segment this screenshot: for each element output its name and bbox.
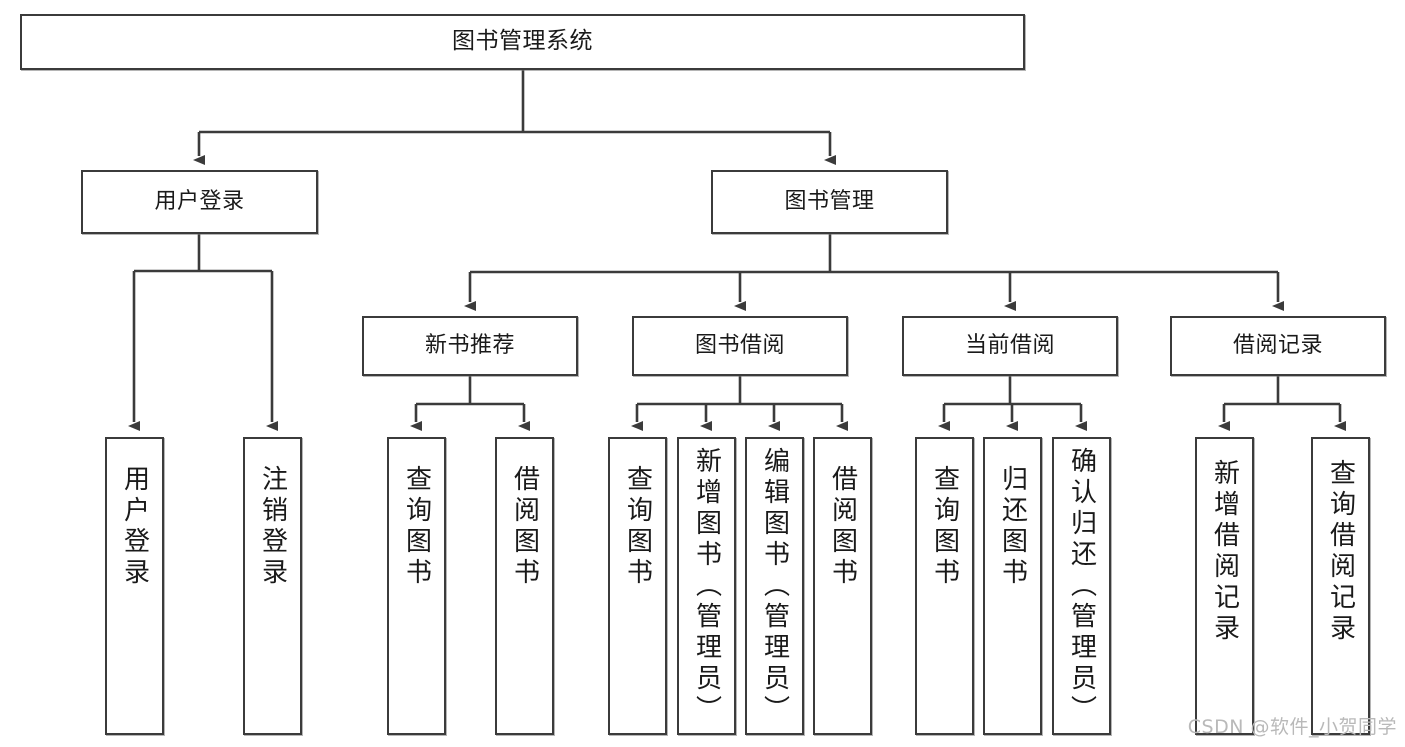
node-leaf-return-book[interactable]: 归还图书 bbox=[983, 437, 1042, 735]
node-book-management[interactable]: 图书管理 bbox=[711, 170, 948, 234]
node-leaf-add-book[interactable]: 新增图书（管理员） bbox=[677, 437, 736, 735]
node-leaf-query-book-2[interactable]: 查询图书 bbox=[608, 437, 667, 735]
node-leaf-borrow-book-1[interactable]: 借阅图书 bbox=[495, 437, 554, 735]
node-leaf-user-login[interactable]: 用户登录 bbox=[105, 437, 164, 735]
node-leaf-add-book-label: 新增图书（管理员） bbox=[691, 447, 722, 726]
node-leaf-user-logout[interactable]: 注销登录 bbox=[243, 437, 302, 735]
node-user-login-label: 用户登录 bbox=[154, 189, 245, 215]
node-borrow-record-label: 借阅记录 bbox=[1232, 333, 1323, 359]
node-leaf-borrow-book-2[interactable]: 借阅图书 bbox=[813, 437, 872, 735]
node-leaf-edit-book-label: 编辑图书（管理员） bbox=[759, 447, 790, 726]
node-leaf-user-logout-label: 注销登录 bbox=[257, 465, 288, 589]
node-leaf-confirm-return[interactable]: 确认归还（管理员） bbox=[1052, 437, 1111, 735]
node-new-book-recommend-label: 新书推荐 bbox=[424, 333, 515, 359]
node-leaf-add-record[interactable]: 新增借阅记录 bbox=[1195, 437, 1254, 735]
node-leaf-query-record-label: 查询借阅记录 bbox=[1325, 459, 1356, 645]
node-leaf-confirm-return-label: 确认归还（管理员） bbox=[1066, 447, 1097, 726]
node-leaf-edit-book[interactable]: 编辑图书（管理员） bbox=[745, 437, 804, 735]
node-current-borrow-label: 当前借阅 bbox=[964, 333, 1055, 359]
node-leaf-add-record-label: 新增借阅记录 bbox=[1209, 459, 1240, 645]
node-leaf-return-book-label: 归还图书 bbox=[997, 465, 1028, 589]
node-user-login[interactable]: 用户登录 bbox=[81, 170, 318, 234]
node-leaf-query-book-1[interactable]: 查询图书 bbox=[387, 437, 446, 735]
node-book-borrow[interactable]: 图书借阅 bbox=[632, 316, 848, 376]
node-root[interactable]: 图书管理系统 bbox=[20, 14, 1025, 70]
node-current-borrow[interactable]: 当前借阅 bbox=[902, 316, 1118, 376]
node-new-book-recommend[interactable]: 新书推荐 bbox=[362, 316, 578, 376]
node-leaf-user-login-label: 用户登录 bbox=[119, 465, 150, 589]
node-root-label: 图书管理系统 bbox=[452, 28, 593, 55]
watermark: CSDN @软件_小贺同学 bbox=[1187, 716, 1397, 738]
node-book-borrow-label: 图书借阅 bbox=[694, 333, 785, 359]
node-leaf-query-book-1-label: 查询图书 bbox=[401, 465, 432, 589]
node-leaf-query-book-2-label: 查询图书 bbox=[622, 465, 653, 589]
node-borrow-record[interactable]: 借阅记录 bbox=[1170, 316, 1386, 376]
node-leaf-query-book-3[interactable]: 查询图书 bbox=[915, 437, 974, 735]
node-book-management-label: 图书管理 bbox=[784, 189, 875, 215]
node-leaf-borrow-book-2-label: 借阅图书 bbox=[827, 465, 858, 589]
node-leaf-query-record[interactable]: 查询借阅记录 bbox=[1311, 437, 1370, 735]
node-leaf-query-book-3-label: 查询图书 bbox=[929, 465, 960, 589]
node-leaf-borrow-book-1-label: 借阅图书 bbox=[509, 465, 540, 589]
